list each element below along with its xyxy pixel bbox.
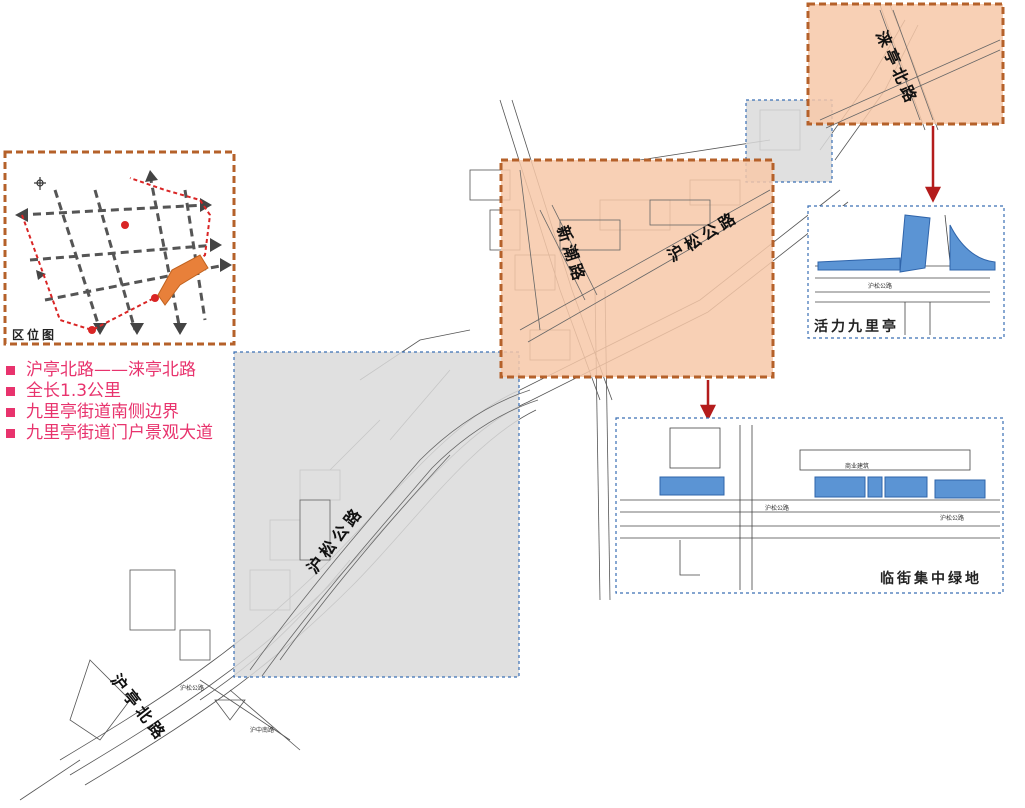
green-block-4 [884, 476, 928, 498]
bullet-square-icon [6, 408, 15, 417]
panel-title-street-green: 临街集中绿地 [880, 571, 982, 587]
label-husong-gonglu-vitality: 沪松公路 [868, 282, 892, 290]
green-block-2 [814, 476, 866, 498]
bullet-text: 九里亭街道南侧边界 [26, 402, 179, 422]
bullet-item: 九里亭街道门户景观大道 [6, 423, 213, 444]
bullet-square-icon [6, 429, 15, 438]
location-map-inset [3, 150, 236, 346]
route-highlight [157, 254, 209, 306]
bullet-text: 沪亭北路——涞亭北路 [26, 360, 196, 380]
compass-icon [34, 177, 46, 190]
orange-zone-middle [499, 158, 775, 379]
location-map-title: 区位图 [12, 328, 58, 342]
panel-title-vitality: 活力九里亭 [814, 319, 899, 335]
detail-panel-vitality [807, 205, 1005, 339]
label-husong-gonglu-map: 沪松公路 [180, 684, 204, 692]
summary-bullets: 沪亭北路——涞亭北路 全长1.3公里 九里亭街道南侧边界 九里亭街道门户景观大道 [6, 360, 213, 444]
label-shangye-jianzhu: 商业建筑 [845, 462, 869, 470]
green-block-3 [867, 476, 883, 498]
bullet-text: 九里亭街道门户景观大道 [26, 423, 213, 443]
gray-zone-south [233, 351, 520, 678]
bullet-text: 全长1.3公里 [26, 381, 122, 401]
detail-panel-street-green [615, 417, 1004, 594]
bullet-item: 沪亭北路——涞亭北路 [6, 360, 213, 381]
overlay-road-lines [249, 9, 1001, 677]
bullet-square-icon [6, 387, 15, 396]
label-husong-gonglu-green-1: 沪松公路 [765, 504, 789, 512]
label-huzhong-nanlu: 沪中南路 [250, 726, 274, 734]
bullet-item: 九里亭街道南侧边界 [6, 402, 213, 423]
connector-arrows [699, 126, 942, 421]
bullet-square-icon [6, 366, 15, 375]
green-block-5 [934, 479, 986, 499]
label-husong-gonglu-green-2: 沪松公路 [940, 514, 964, 522]
orange-zone-north [806, 2, 1005, 126]
green-block-1 [659, 476, 725, 496]
bullet-item: 全长1.3公里 [6, 381, 213, 402]
